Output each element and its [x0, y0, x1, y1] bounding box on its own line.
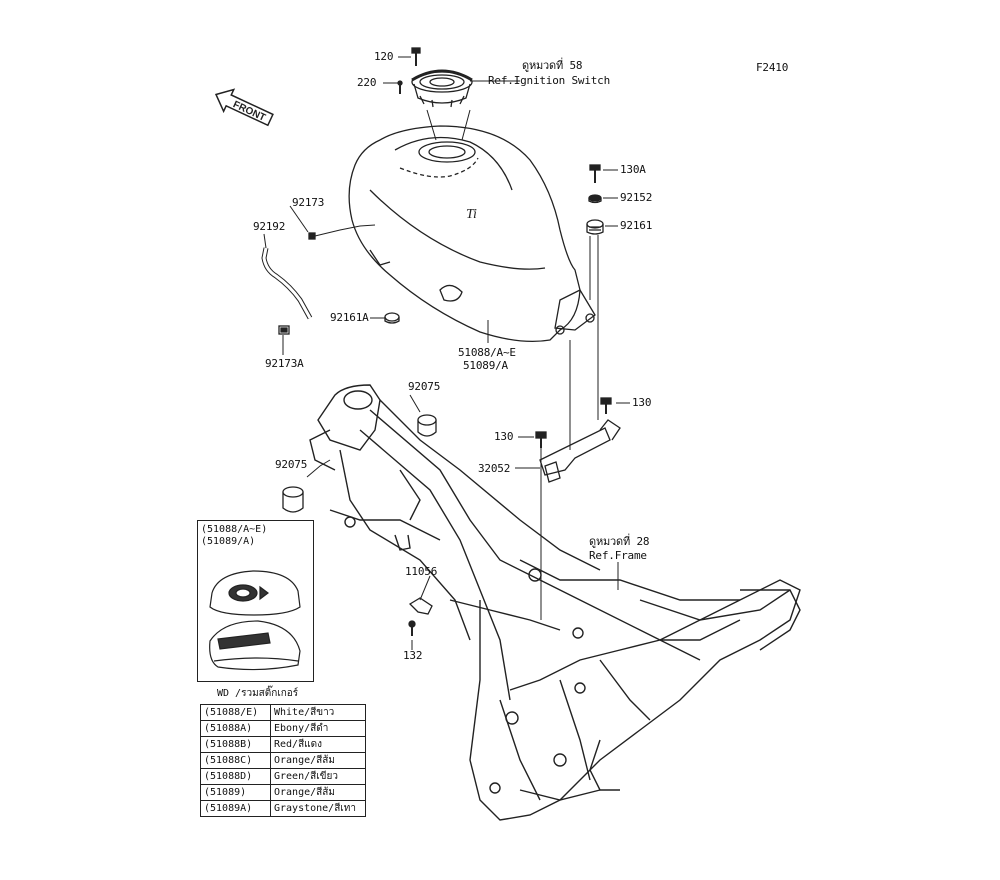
table-cell-code: (51088C) — [200, 752, 271, 769]
table-cell-code: (51088/E) — [200, 704, 271, 721]
damper-92075-icon — [282, 486, 304, 513]
wd-sticker-note: WD /รวมสติ๊กเกอร์ — [217, 688, 299, 699]
table-cell-code: (51088D) — [200, 768, 271, 785]
color-variant-table: (51088/E)White/สีขาว (51088A)Ebony/สีดำ … — [200, 704, 366, 817]
table-cell-code: (51088A) — [200, 720, 271, 737]
part-label-130-b: 130 — [494, 430, 514, 443]
part-label-92075-b: 92075 — [275, 458, 308, 471]
tank-variant-inset: (51088/A~E) (51089/A) — [197, 520, 314, 682]
inset-tank-drawings — [209, 570, 301, 671]
clip-92173A-icon — [278, 325, 290, 335]
table-cell-code: (51088B) — [200, 736, 271, 753]
svg-text:Ti: Ti — [466, 207, 477, 222]
table-cell-color: White/สีขาว — [270, 704, 366, 721]
table-row: (51089A)Graystone/สีเทา — [200, 800, 366, 817]
inset-title-2: (51089/A) — [201, 536, 256, 547]
table-row: (51088/E)White/สีขาว — [200, 704, 366, 721]
motorcycle-frame — [309, 384, 801, 821]
part-label-92161: 92161 — [620, 219, 653, 232]
collar-92152-icon — [588, 194, 602, 204]
part-label-220: 220 — [357, 76, 377, 89]
part-label-92192: 92192 — [253, 220, 286, 233]
table-cell-color: Orange/สีส้ม — [270, 784, 366, 801]
part-label-132: 132 — [403, 649, 423, 662]
table-row: (51088C)Orange/สีส้ม — [200, 752, 366, 769]
part-label-11056: 11056 — [405, 565, 438, 578]
table-row: (51089)Orange/สีส้ม — [200, 784, 366, 801]
part-label-92173A: 92173A — [265, 357, 304, 370]
damper-92161-icon — [586, 219, 604, 235]
ref-ignition-line2: Ref.Ignition Switch — [488, 74, 611, 87]
figure-id: F2410 — [756, 61, 789, 74]
bolt-130A-icon — [589, 164, 601, 183]
fuel-tank: Ti — [348, 109, 596, 342]
part-label-92173: 92173 — [292, 196, 325, 209]
part-label-120: 120 — [374, 50, 394, 63]
damper-92075-icon — [417, 414, 437, 437]
bolt-130-icon — [535, 431, 547, 448]
ref-ignition-line1: ดูหมวดที่ 58 — [522, 59, 583, 72]
part-label-92152: 92152 — [620, 191, 653, 204]
clamp-11056-icon — [408, 597, 433, 615]
screw-132-icon — [408, 620, 416, 636]
table-cell-color: Green/สีเขียว — [270, 768, 366, 785]
table-row: (51088A)Ebony/สีดำ — [200, 720, 366, 737]
table-cell-color: Red/สีแดง — [270, 736, 366, 753]
screw-120-icon — [411, 47, 421, 66]
part-label-92161A: 92161A — [330, 311, 369, 324]
ref-frame-line2: Ref.Frame — [589, 549, 647, 562]
part-label-32052: 32052 — [478, 462, 511, 475]
table-cell-color: Ebony/สีดำ — [270, 720, 366, 737]
table-cell-code: (51089A) — [200, 800, 271, 817]
part-label-130-a: 130 — [632, 396, 652, 409]
clip-92173-icon — [308, 232, 316, 240]
table-cell-color: Orange/สีส้ม — [270, 752, 366, 769]
part-label-tank-1: 51088/A~E — [458, 346, 516, 359]
bolt-130-icon — [600, 397, 612, 414]
table-row: (51088D)Green/สีเขียว — [200, 768, 366, 785]
fuel-cap — [411, 69, 473, 108]
part-label-tank-2: 51089/A — [463, 359, 508, 372]
damper-92161A-icon — [384, 312, 400, 324]
bracket-32052 — [539, 419, 621, 483]
inset-title-1: (51088/A~E) — [201, 524, 268, 535]
table-cell-color: Graystone/สีเทา — [270, 800, 366, 817]
front-arrow-icon: FRONT — [214, 88, 274, 127]
screw-220-icon — [397, 80, 403, 94]
ref-frame-line1: ดูหมวดที่ 28 — [589, 535, 650, 548]
table-row: (51088B)Red/สีแดง — [200, 736, 366, 753]
drain-hose — [261, 247, 313, 320]
part-label-130A: 130A — [620, 163, 646, 176]
table-cell-code: (51089) — [200, 784, 271, 801]
leader-lines — [263, 56, 630, 650]
part-label-92075-a: 92075 — [408, 380, 441, 393]
